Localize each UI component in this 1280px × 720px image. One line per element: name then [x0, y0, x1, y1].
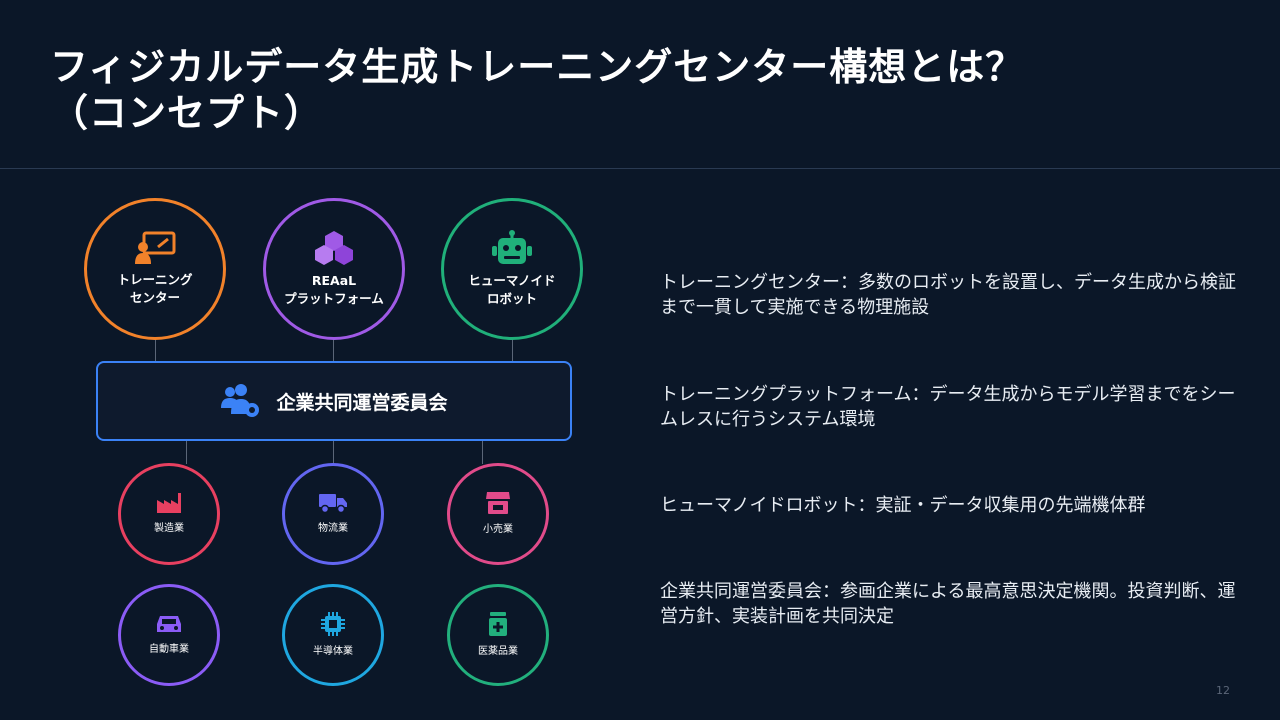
industry-retail: 小売業: [447, 463, 549, 565]
title-line-2: （コンセプト）: [50, 91, 324, 135]
industry-automotive: 自動車業: [118, 584, 220, 686]
industry-label: 医薬品業: [478, 646, 518, 657]
store-icon: [485, 491, 511, 515]
industry-label: 製造業: [154, 523, 184, 534]
node-label: REAaL プラットフォーム: [284, 273, 384, 306]
connector-line: [333, 338, 334, 362]
node-training-center: トレーニング センター: [84, 198, 226, 340]
committee-box: 企業共同運営委員会: [96, 361, 572, 441]
chip-icon: [320, 611, 346, 637]
truck-icon: [318, 492, 348, 514]
car-icon: [155, 613, 183, 635]
industry-label: 自動車業: [149, 644, 189, 655]
industry-label: 小売業: [483, 524, 513, 535]
title-divider: [0, 168, 1280, 169]
title-line-1: フィジカルデータ生成トレーニングセンター構想とは？: [50, 45, 1025, 89]
industry-semiconductor: 半導体業: [282, 584, 384, 686]
connector-line: [333, 440, 334, 464]
connector-line: [186, 440, 187, 464]
medicine-icon: [487, 611, 509, 637]
presentation-icon: [134, 231, 176, 265]
committee-label: 企業共同運営委員会: [276, 391, 448, 414]
industry-label: 物流業: [318, 523, 348, 534]
page-title: フィジカルデータ生成トレーニングセンター構想とは？ （コンセプト）: [50, 44, 1230, 136]
cubes-icon: [314, 230, 354, 266]
factory-icon: [156, 492, 182, 514]
description-humanoid-robot: ヒューマノイドロボット：実証・データ収集用の先端機体群: [660, 495, 1146, 516]
node-label: ヒューマノイド ロボット: [468, 273, 556, 306]
description-training-center: トレーニングセンター：多数のロボットを設置し、データ生成から検証まで一貫して実施…: [660, 272, 1236, 318]
industry-pharmaceutical: 医薬品業: [447, 584, 549, 686]
connector-line: [482, 440, 483, 464]
node-label: トレーニング センター: [117, 272, 193, 305]
connector-line: [155, 338, 156, 362]
description-training-platform: トレーニングプラットフォーム：データ生成からモデル学習までをシームレスに行うシス…: [660, 384, 1236, 430]
users-gear-icon: [220, 384, 262, 418]
node-reaal-platform: REAaL プラットフォーム: [263, 198, 405, 340]
robot-icon: [491, 230, 533, 266]
node-humanoid-robot: ヒューマノイド ロボット: [441, 198, 583, 340]
connector-line: [512, 338, 513, 362]
industry-logistics: 物流業: [282, 463, 384, 565]
description-committee: 企業共同運営委員会：参画企業による最高意思決定機関。投資判断、運営方針、実装計画…: [660, 581, 1236, 627]
industry-label: 半導体業: [313, 646, 353, 657]
page-number: 12: [1216, 684, 1230, 697]
industry-manufacturing: 製造業: [118, 463, 220, 565]
